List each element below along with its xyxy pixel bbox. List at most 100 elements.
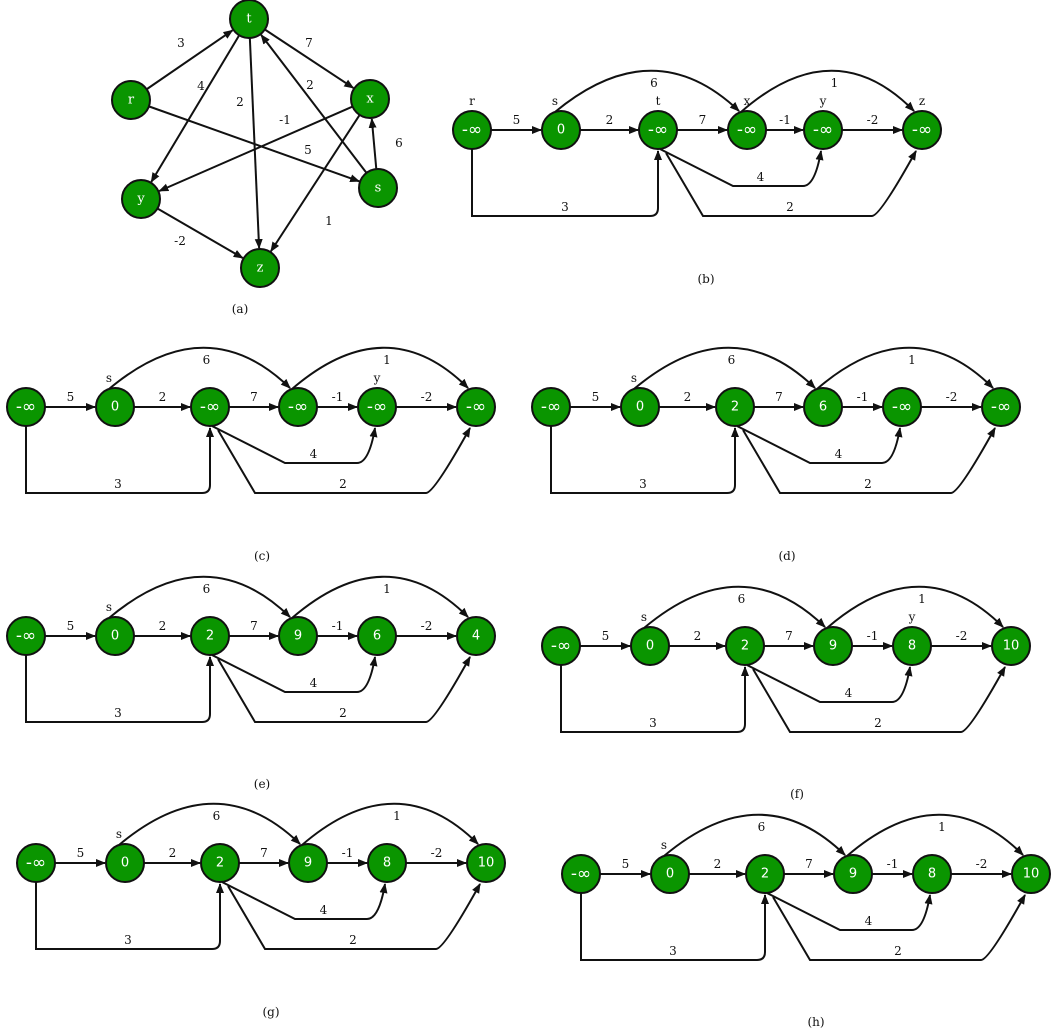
node-z: z (240, 248, 280, 288)
edge-1-3 (108, 575, 291, 619)
edge-2-4 (736, 425, 903, 464)
edge-1-3 (118, 802, 301, 846)
edge-weight-0-1: 5 (513, 113, 521, 127)
node-distance: -∞ (462, 120, 482, 140)
edge-weight-2-5: 2 (894, 944, 902, 958)
edge-weight-3-4: -1 (332, 619, 344, 633)
node: 0s (105, 827, 145, 883)
edge-weight-1-2: 2 (169, 846, 177, 860)
edge-weight-4-5: -2 (867, 113, 879, 127)
node-tag: s (661, 838, 667, 852)
caption-g: (g) (262, 1005, 279, 1019)
edge-weight-0-2: 3 (124, 933, 132, 947)
caption-c: (c) (254, 549, 270, 563)
edge-weight-4-5: -2 (421, 390, 433, 404)
edge-weight-0-2: 3 (561, 200, 569, 214)
edge-1-3 (663, 813, 846, 857)
edge-2-4 (746, 664, 913, 703)
edge-weight-1-3: 6 (728, 353, 736, 367)
edge-0-2 (471, 149, 662, 217)
node-distance: -∞ (571, 864, 591, 884)
node-s: s (358, 168, 398, 208)
node-label: r (128, 93, 135, 108)
node-distance: 8 (908, 639, 916, 654)
node-tag: s (631, 371, 637, 385)
node-distance: 8 (383, 856, 391, 871)
edge-weight-1-3: 6 (203, 582, 211, 596)
edge-weight-t-y: 4 (197, 79, 205, 93)
node-tag: y (819, 94, 827, 108)
edge-weight-2-3: 7 (775, 390, 783, 404)
node: 8 (912, 854, 952, 894)
node-distance: -∞ (367, 397, 387, 417)
edge-1-3 (633, 346, 816, 390)
node: 10 (991, 626, 1031, 666)
edge-2-4 (211, 425, 378, 464)
edge-x-y (158, 105, 353, 192)
edge-weight-1-3: 6 (758, 820, 766, 834)
node-label: x (366, 92, 374, 107)
node: -∞ (456, 387, 496, 427)
edge-0-2 (560, 665, 749, 733)
node: -∞ (541, 626, 581, 666)
edge-weight-2-5: 2 (339, 477, 347, 491)
edge-2-4 (659, 148, 824, 187)
node: 10 (1011, 854, 1051, 894)
edge-weight-3-4: -1 (332, 390, 344, 404)
node-distance: -∞ (892, 397, 912, 417)
node-distance: -∞ (737, 120, 757, 140)
edge-0-2 (550, 426, 739, 494)
edge-weight-3-4: -1 (867, 629, 879, 643)
edge-2-5 (742, 427, 996, 494)
edge-weight-t-x: 7 (305, 36, 313, 50)
edge-weight-1-2: 2 (694, 629, 702, 643)
node-tag: x (744, 94, 751, 108)
node-tag: s (116, 827, 122, 841)
edge-weight-1-2: 2 (159, 390, 167, 404)
edge-weight-0-1: 5 (602, 629, 610, 643)
edge-weight-0-2: 3 (114, 477, 122, 491)
node: -∞ (561, 854, 601, 894)
edge-weight-2-3: 7 (805, 857, 813, 871)
node-tag: s (552, 94, 558, 108)
edge-weight-3-5: 1 (938, 820, 946, 834)
edge-s-x (368, 117, 378, 170)
node-distance: 4 (472, 629, 480, 644)
caption-f: (f) (790, 787, 804, 801)
edge-weight-1-3: 6 (650, 76, 658, 90)
node-distance: 10 (1003, 639, 1020, 654)
edge-weight-2-3: 7 (785, 629, 793, 643)
node-distance: -∞ (466, 397, 486, 417)
edge-3-5 (826, 585, 1004, 629)
edge-weight-2-4: 4 (835, 447, 843, 461)
node: -∞y (803, 94, 843, 150)
edge-weight-4-5: -2 (946, 390, 958, 404)
caption-b: (b) (697, 272, 714, 286)
node-distance: -∞ (991, 397, 1011, 417)
edge-weight-x-z: 1 (325, 214, 333, 228)
node-distance: 10 (1023, 867, 1040, 882)
node-distance: -∞ (541, 397, 561, 417)
node-distance: -∞ (648, 120, 668, 140)
node: -∞ (6, 616, 46, 656)
edge-1-3 (554, 69, 740, 113)
edge-3-5 (846, 813, 1024, 857)
edge-weight-y-z: -2 (174, 234, 186, 248)
node-distance: 2 (731, 400, 739, 415)
edge-2-5 (227, 883, 481, 950)
edge-weight-2-3: 7 (699, 113, 707, 127)
node: 8y (892, 610, 932, 666)
edge-2-4 (766, 892, 933, 931)
node-t: t (229, 0, 269, 39)
caption-e: (e) (254, 777, 270, 791)
node: -∞t (638, 94, 678, 150)
node-x: x (350, 79, 390, 119)
edge-weight-1-2: 2 (684, 390, 692, 404)
node-distance: -∞ (288, 397, 308, 417)
edge-weight-x-y: -1 (279, 113, 291, 127)
